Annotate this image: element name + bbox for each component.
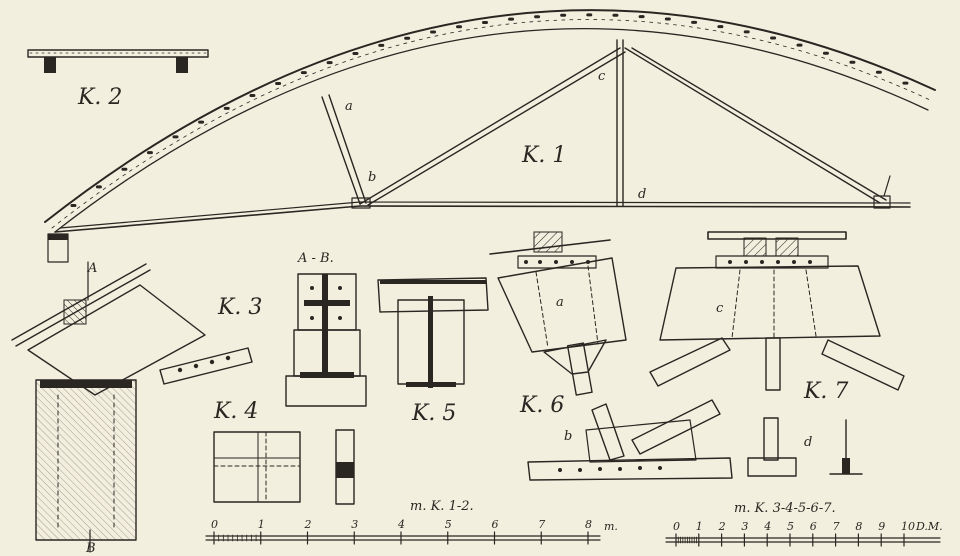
- detail-k6-node-a: [489, 231, 627, 396]
- scale-right-title: m. K. 3-4-5-6-7.: [734, 501, 836, 516]
- label-A: A: [87, 261, 97, 276]
- detail-k5: [377, 277, 489, 388]
- figure-k6-label: K. 6: [519, 393, 564, 418]
- label-b: b: [368, 170, 376, 185]
- scale-tick-label: 5: [445, 518, 452, 531]
- detail-k4: [213, 429, 355, 505]
- scale-tick-label: 5: [787, 520, 794, 533]
- label-d: d: [638, 187, 646, 202]
- figure-k2-label: K. 2: [77, 85, 122, 110]
- section-ab: [285, 273, 367, 407]
- scale-right: m. K. 3-4-5-6-7. 0 1 2 3 4 5 6 7 8 9 10 D.M.: [665, 501, 943, 547]
- label-c: c: [598, 69, 606, 84]
- label-b-detail: b: [564, 429, 572, 444]
- scale-tick-label: 6: [492, 518, 499, 531]
- scale-tick-label: 3: [741, 520, 748, 533]
- scale-left-unit: m.: [604, 520, 618, 533]
- plan-k2: [27, 49, 209, 73]
- scale-tick-label: 7: [833, 520, 840, 533]
- scale-tick-label: 4: [397, 518, 405, 531]
- scale-left: m. K. 1-2. 0 1 2 3 4 5 6 7 8 m.: [205, 499, 618, 545]
- scale-tick-label: 10: [901, 520, 915, 533]
- detail-k7-node-d: [747, 417, 863, 477]
- detail-bearing: [11, 261, 253, 553]
- label-a-detail: a: [556, 295, 564, 310]
- scale-tick-label: 9: [878, 520, 885, 533]
- scale-left-title: m. K. 1-2.: [410, 499, 474, 514]
- detail-k7-node-c: [649, 231, 905, 391]
- figure-k7-label: K. 7: [803, 379, 848, 404]
- scale-tick-label: 2: [304, 518, 312, 531]
- scale-tick-label: 0: [673, 520, 680, 533]
- figure-k4-label: K. 4: [213, 399, 258, 424]
- figure-k3-label: K. 3: [217, 295, 262, 320]
- figure-k5-label: K. 5: [411, 401, 456, 426]
- scale-tick-label: 3: [351, 518, 358, 531]
- scale-right-unit: D.M.: [915, 520, 943, 533]
- scale-tick-label: 1: [258, 518, 265, 531]
- scale-tick-label: 8: [855, 520, 862, 533]
- scale-tick-label: 4: [763, 520, 771, 533]
- figure-k1-label: K. 1: [521, 143, 566, 168]
- truss-k1: [44, 9, 936, 263]
- label-B: B: [85, 541, 96, 556]
- scale-tick-label: 8: [585, 518, 592, 531]
- label-a: a: [345, 99, 353, 114]
- scale-tick-label: 2: [718, 520, 726, 533]
- section-ab-label: A - B.: [297, 251, 334, 266]
- scale-tick-label: 6: [810, 520, 817, 533]
- scale-tick-label: 0: [211, 518, 218, 531]
- label-d-detail: d: [804, 435, 812, 450]
- detail-k6-node-b: [527, 399, 733, 481]
- scale-tick-label: 7: [538, 518, 545, 531]
- scale-tick-label: 1: [696, 520, 703, 533]
- label-c-detail: c: [716, 301, 724, 316]
